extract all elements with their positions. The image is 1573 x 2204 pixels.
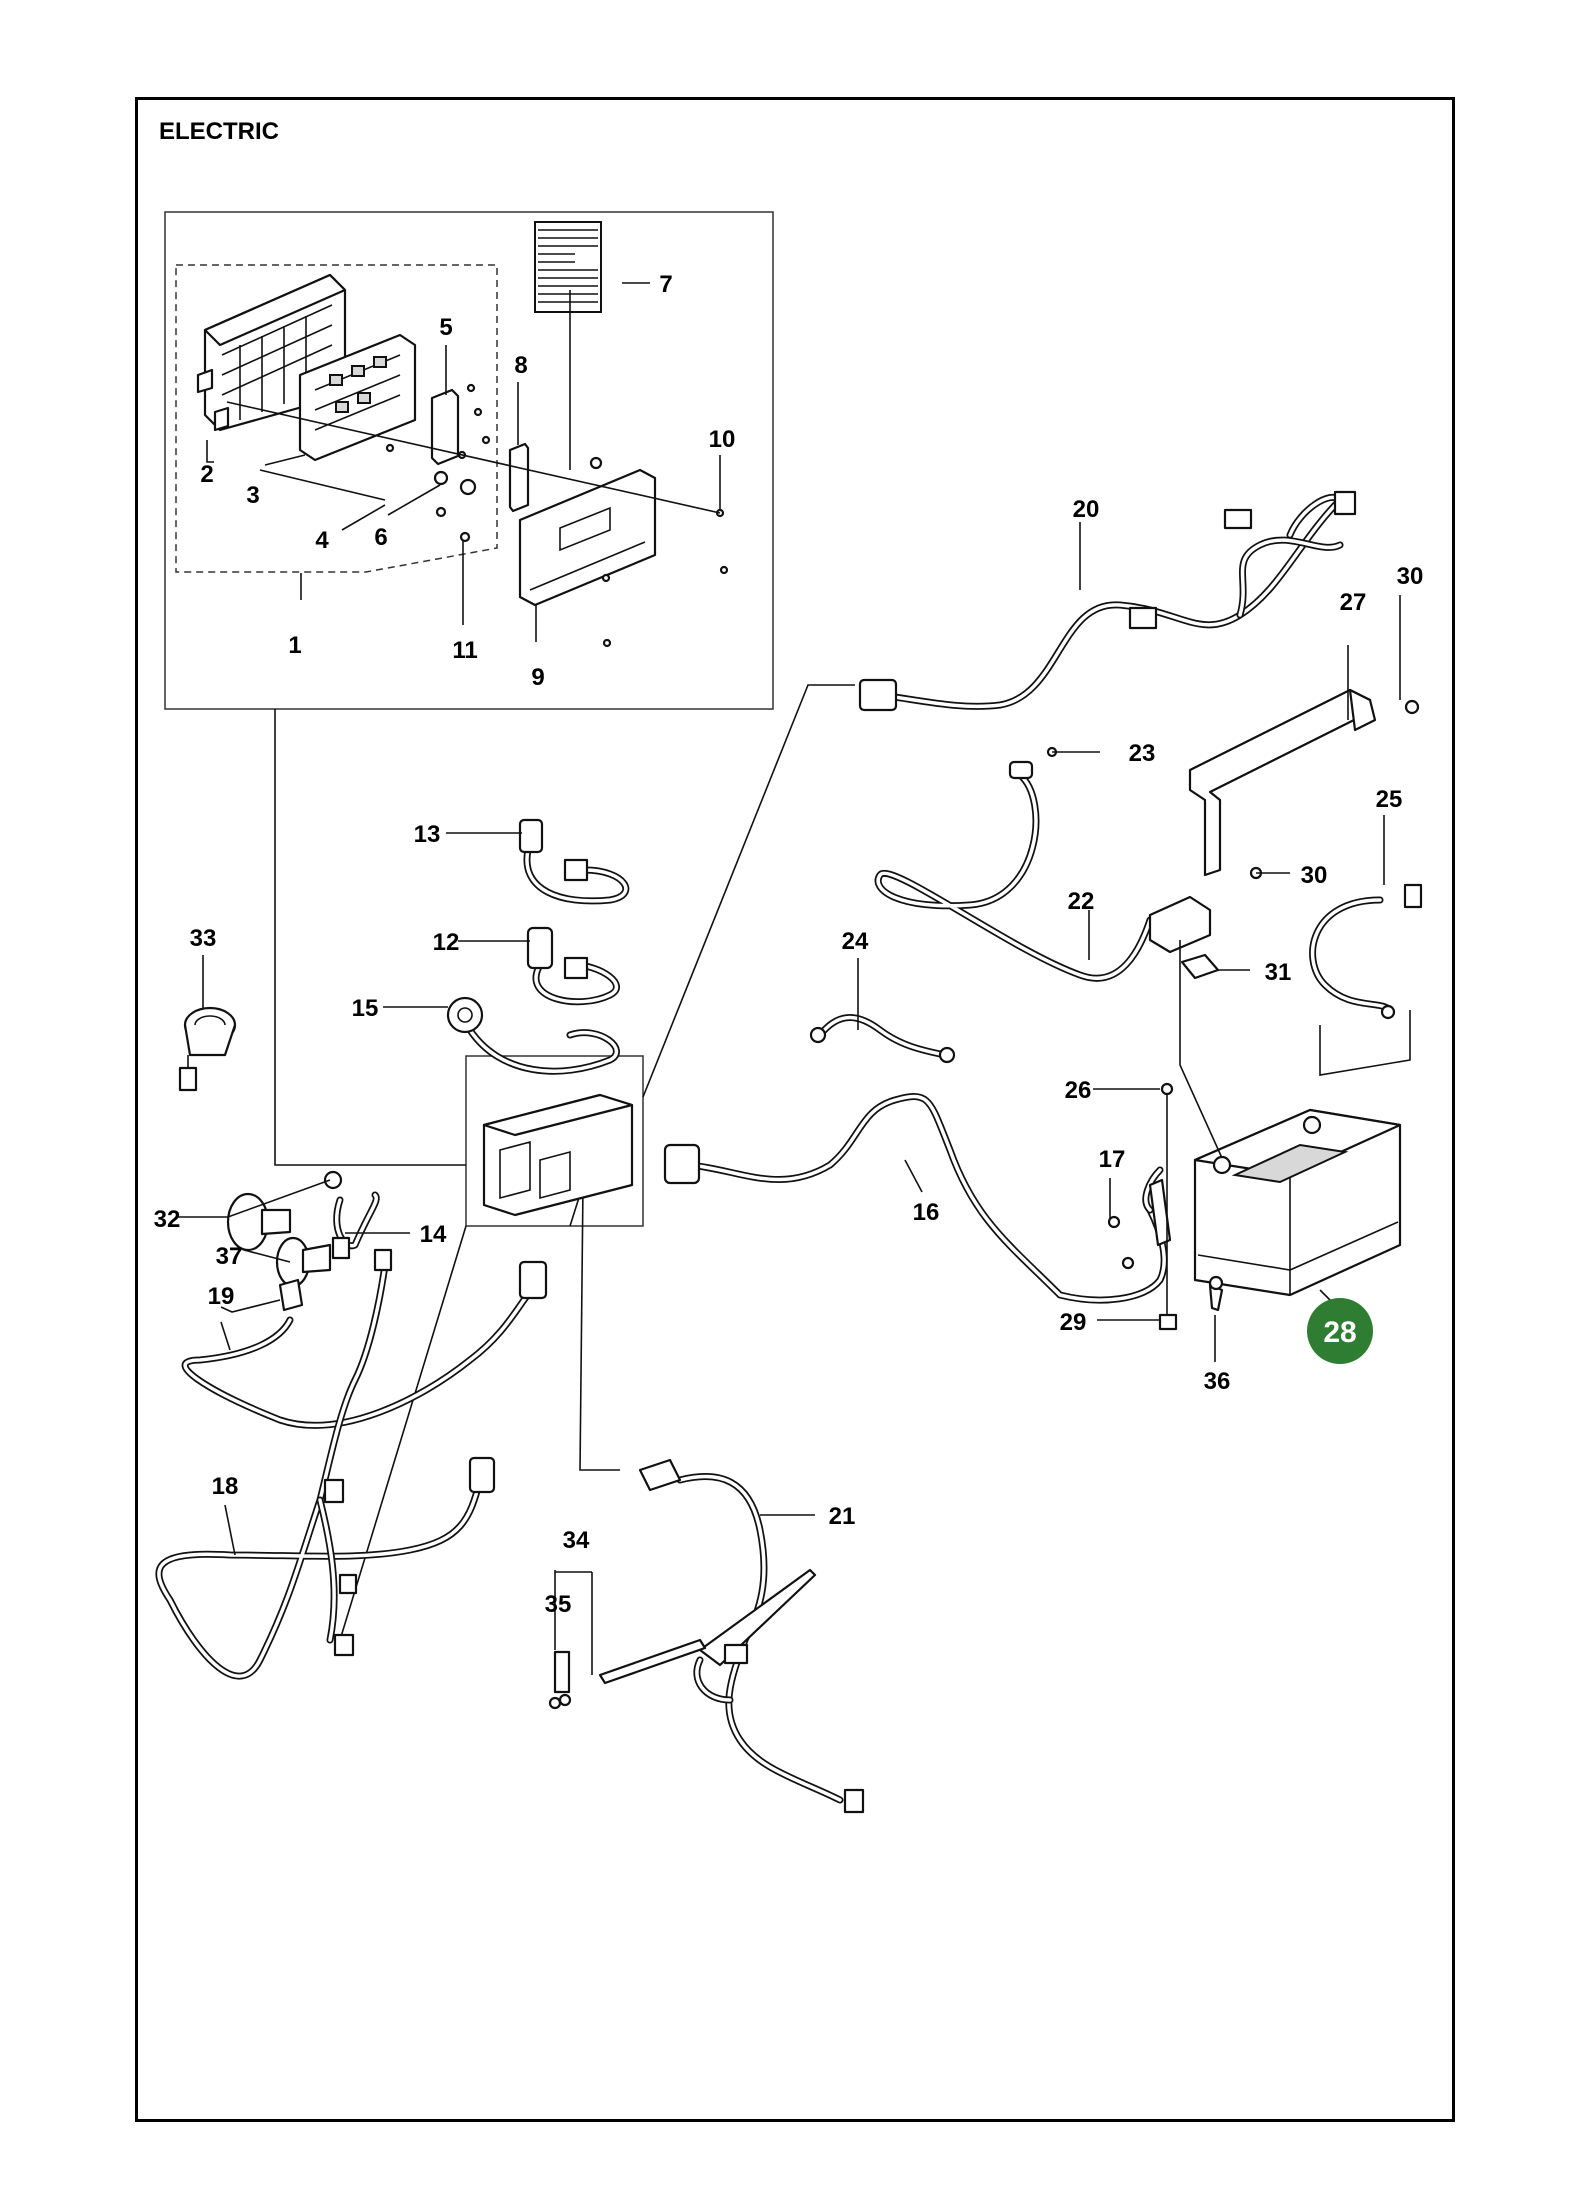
screw-17 <box>1107 1215 1121 1229</box>
screws-upper <box>385 383 729 648</box>
clip-29 <box>1158 1313 1178 1331</box>
callout-8: 8 <box>514 352 527 379</box>
callout-30-bottom: 30 <box>1301 862 1328 889</box>
callout-23: 23 <box>1129 740 1156 767</box>
switch-19 <box>278 1278 304 1312</box>
callout-33: 33 <box>190 925 217 952</box>
callout-15: 15 <box>352 995 379 1022</box>
lamp-32 <box>226 1192 292 1252</box>
battery-cable-24 <box>809 1014 956 1064</box>
callout-6: 6 <box>374 524 387 551</box>
battery <box>1193 1108 1402 1297</box>
callout-7: 7 <box>659 271 672 298</box>
sensor-36 <box>1208 1275 1224 1312</box>
sensor-rod <box>548 1638 707 1710</box>
harness-20 <box>858 490 1357 712</box>
callout-5: 5 <box>439 314 452 341</box>
harness-21 <box>638 1458 865 1814</box>
callout-1: 1 <box>288 632 301 659</box>
callout-25: 25 <box>1376 786 1403 813</box>
harness-12 <box>526 926 620 1006</box>
callout-19: 19 <box>208 1283 235 1310</box>
leader-battery-31 <box>1179 940 1223 1159</box>
callout-12: 12 <box>433 929 460 956</box>
callout-32: 32 <box>154 1206 181 1233</box>
control-box-dashed-group <box>175 264 498 573</box>
callout-24: 24 <box>842 928 869 955</box>
highlighted-callout-28[interactable]: 28 <box>1307 1298 1373 1364</box>
callout-3: 3 <box>246 482 259 509</box>
callout-31: 31 <box>1265 959 1292 986</box>
callout-35: 35 <box>545 1591 572 1618</box>
control-unit <box>482 1093 634 1217</box>
hour-meter <box>178 1006 237 1092</box>
harness-14 <box>323 1170 380 1260</box>
callout-36: 36 <box>1204 1368 1231 1395</box>
callout-29: 29 <box>1060 1309 1087 1336</box>
lamp-37 <box>275 1236 332 1288</box>
cover-label <box>534 221 602 313</box>
control-unit-box <box>465 1055 644 1227</box>
fuse <box>508 442 530 513</box>
callout-34: 34 <box>563 1527 590 1554</box>
leader-4-rod <box>259 469 386 501</box>
callout-10: 10 <box>709 426 736 453</box>
relay <box>430 388 460 466</box>
callout-17: 17 <box>1099 1146 1126 1173</box>
leader-battery-25 <box>1319 1010 1411 1076</box>
harness-16 <box>663 1093 1172 1304</box>
callout-2: 2 <box>200 461 213 488</box>
bracket <box>1188 688 1420 880</box>
harness-15 <box>446 996 620 1075</box>
page-frame <box>135 97 1455 2122</box>
connector-line-18 <box>339 1225 467 1641</box>
callout-28: 28 <box>1323 1316 1356 1349</box>
callout-18: 18 <box>212 1473 239 1500</box>
callout-4: 4 <box>315 527 329 554</box>
upper-assembly-box <box>164 211 774 710</box>
connector-line-21 <box>579 1184 620 1471</box>
callout-9: 9 <box>531 664 544 691</box>
harness-22 <box>874 746 1220 982</box>
leader-10-screw-line <box>226 401 721 514</box>
main-harness-18 <box>155 1248 548 1680</box>
callout-37: 37 <box>216 1243 243 1270</box>
callout-30-top: 30 <box>1397 563 1424 590</box>
screw-17b <box>1121 1256 1135 1270</box>
callout-14: 14 <box>420 1221 447 1248</box>
callout-21: 21 <box>829 1503 856 1530</box>
screw-26 <box>1160 1082 1174 1096</box>
page-title: ELECTRIC <box>159 118 279 145</box>
connector-line-upper <box>274 709 466 1166</box>
callout-20: 20 <box>1073 496 1100 523</box>
callout-16: 16 <box>913 1199 940 1226</box>
callout-26: 26 <box>1065 1077 1092 1104</box>
battery-cable-25 <box>1309 883 1423 1020</box>
callout-11: 11 <box>452 637 477 664</box>
callout-13: 13 <box>414 821 441 848</box>
cover-lid <box>518 468 657 607</box>
leader-lines <box>178 282 1401 1675</box>
callout-27: 27 <box>1340 589 1367 616</box>
harness-13 <box>518 818 630 905</box>
callout-22: 22 <box>1068 888 1095 915</box>
connector-line-20 <box>642 684 855 1098</box>
callout-labels: 1 2 3 4 5 6 7 8 9 10 11 12 13 14 15 16 1… <box>154 271 1424 1618</box>
circuit-board <box>298 333 417 462</box>
